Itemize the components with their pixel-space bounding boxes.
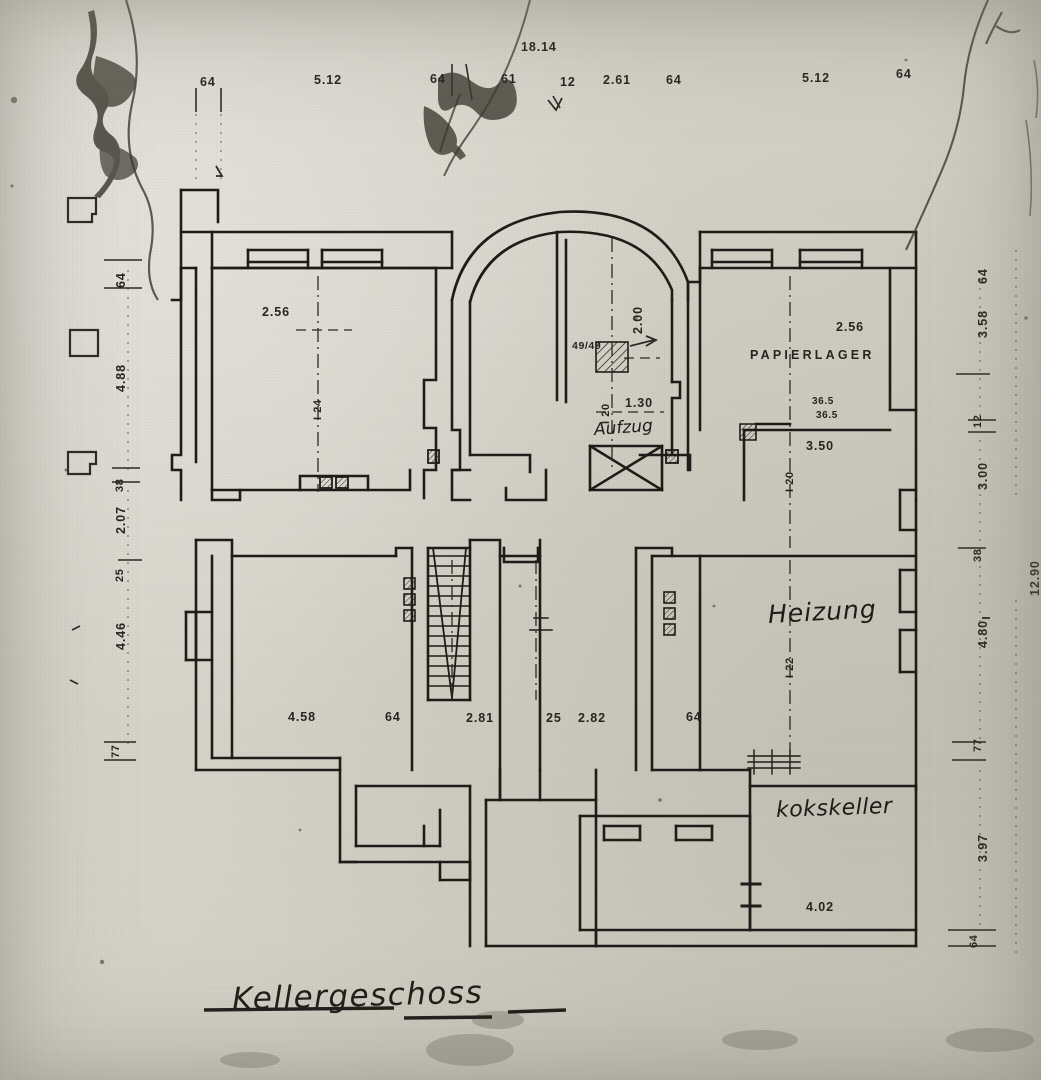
room-papierlager: [686, 230, 918, 502]
dim-ib-4: 2.82: [578, 711, 606, 725]
dim-top-7: 5.12: [802, 71, 830, 85]
tick-left: [71, 625, 81, 631]
scan-defect-crack-vertical: [124, 0, 159, 301]
niche-east-upper: [898, 488, 918, 532]
dim-room-nw-width: 2.56: [262, 305, 290, 319]
scan-defect-right-edge: [1025, 59, 1039, 217]
stray-glyphs: [69, 97, 990, 685]
door-symbol-left: [427, 449, 440, 464]
scan-defect-upper-right: [905, 0, 1021, 251]
room-se-center: [634, 546, 702, 772]
opening-mark-nw: [319, 476, 349, 489]
room-nw-outline: [210, 266, 438, 492]
glyph-left-top: [215, 165, 224, 177]
niche-west-lower: [184, 610, 214, 662]
wall-papierlager-bottom: [739, 408, 918, 502]
dim-top-2: 64: [430, 72, 446, 86]
scan-defect-upper-middle: [423, 72, 517, 160]
dim-ib-5: 64: [686, 710, 702, 724]
dim-top-4: 12: [560, 75, 576, 89]
dim-papier-width: 2.56: [836, 320, 864, 334]
dim-papier-open-b: 36.5: [816, 410, 838, 421]
title-underline-a: [203, 1006, 395, 1012]
vault-arch-inner: [468, 230, 674, 304]
dim-top-5: 2.61: [603, 73, 631, 87]
window-niche-group-nw: [246, 248, 384, 270]
dim-ib-1: 64: [385, 710, 401, 724]
paper-specks: [10, 58, 1028, 965]
dim-top-overall: 18.14: [521, 40, 557, 54]
tick-left-2: [69, 679, 79, 685]
room-label-papierlager: PAPIERLAGER: [750, 348, 875, 362]
stair-direction-arrow: [431, 546, 467, 700]
scan-defect-diagonal: [439, 0, 531, 177]
dim-shaft-fraction: 49/49: [572, 340, 602, 352]
dimension-rails: [127, 96, 1017, 960]
dim-top-8: 64: [896, 67, 912, 81]
dim-top-3: 61: [501, 72, 517, 86]
wall-central-partitions: [450, 380, 692, 502]
aufzug-box: [588, 444, 664, 492]
room-kokskeller: [594, 768, 918, 948]
door-marks-kokskeller: [740, 882, 762, 908]
wall-bottom-band: [338, 768, 488, 948]
dim-shaft-width: 1.30: [625, 396, 653, 410]
margin-square-marks: [66, 196, 100, 476]
room-sw: [230, 546, 414, 772]
wall-corridor-middle: [468, 538, 542, 772]
scan-defect-upper-left: [76, 10, 138, 198]
door-symbol-central: [665, 449, 679, 464]
dim-ib-2: 2.81: [466, 711, 494, 725]
title-underline-c: [507, 1008, 567, 1014]
opening-marks-left: [403, 577, 416, 622]
arrow-shaft: [629, 339, 655, 347]
dim-top-1: 5.12: [314, 73, 342, 87]
wall-nw-right: [422, 230, 454, 500]
dim-top-6: 64: [666, 73, 682, 87]
check-glyph-top: [547, 97, 563, 112]
wall-outer-left-lower: [194, 538, 342, 772]
opening-marks-right: [663, 591, 676, 636]
wall-central-hall: [450, 230, 690, 502]
window-niche-group-ne: [710, 248, 864, 270]
wall-outer-left-upper: [170, 266, 198, 502]
wall-nw-bottom: [210, 468, 412, 502]
vault-arch-outer: [450, 210, 690, 302]
wall-bottom-connector: [338, 768, 502, 864]
dim-koks-width: 4.02: [806, 900, 834, 914]
dim-papier-depth: 3.50: [806, 439, 834, 453]
dim-top-0: 64: [200, 75, 216, 89]
title-underline-b: [403, 1015, 493, 1020]
room-heizung: [698, 498, 918, 792]
dim-ib-0: 4.58: [288, 710, 316, 724]
dim-ib-3: 25: [546, 711, 562, 725]
dim-papier-open-a: 36.5: [812, 396, 834, 407]
bottom-niche-group: [602, 824, 714, 842]
boiler-hatch-strip: [747, 749, 801, 775]
arrow-head-shaft: [645, 335, 659, 347]
